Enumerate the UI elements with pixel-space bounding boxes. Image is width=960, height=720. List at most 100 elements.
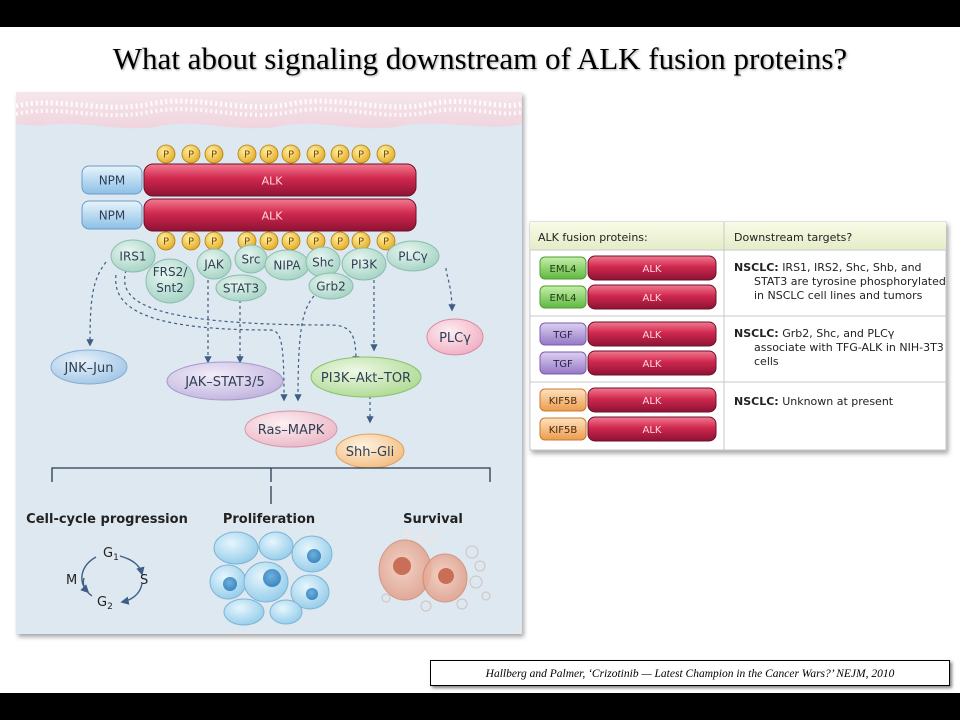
eml4-domain (539, 256, 587, 280)
phospho-site-label: P (358, 237, 364, 248)
phase-g2: G2 (97, 595, 113, 612)
kif5b-domain (539, 417, 587, 441)
pathway-ras-mapk (244, 410, 338, 448)
phospho-site-label: P (266, 237, 272, 248)
alk-label: ALK (643, 396, 662, 407)
cell-nucleus (223, 577, 237, 591)
apoptotic-blebs (381, 545, 491, 612)
eml4-targets-line1: NSCLC: IRS1, IRS2, Shc, Shb, and (734, 261, 922, 274)
pathway-jak-stat (166, 361, 284, 401)
table-row-eml4: EML4 ALK EML4 ALK NSCLC: IRS1, IRS2, Shc… (539, 255, 946, 310)
membrane-protrusions (405, 527, 437, 543)
npm-domain (81, 200, 143, 230)
npm-domain (81, 165, 143, 195)
phospho-site-label: P (211, 150, 217, 161)
alk-label: ALK (643, 293, 662, 304)
alk-label: ALK (262, 210, 284, 223)
eml4-label: EML4 (550, 264, 577, 275)
tgf-label: TGF (552, 359, 573, 370)
phospho-site-circle (156, 231, 176, 251)
cell-nucleus (306, 588, 318, 600)
phospho-site-circle (306, 144, 326, 164)
alk-kinase-domain (143, 163, 417, 197)
membrane-lipid-bilayer-inner (15, 107, 523, 118)
phospho-site-circle (237, 144, 257, 164)
phospho-site-circle (181, 144, 201, 164)
pathway-ras-mapk-label: Ras–MAPK (258, 423, 325, 438)
pathway-jak-stat-label: JAK–STAT3/5 (184, 375, 264, 390)
table-row-tgf: TGF ALK TGF ALK NSCLC: Grb2, Shc, and PL… (539, 321, 944, 376)
adaptor-frs2-label-line2: Snt2 (156, 281, 184, 295)
adaptor-frs2 (145, 258, 195, 304)
phase-g1: G1 (103, 546, 119, 563)
outcome-survival-label: Survival (403, 512, 463, 527)
phase-m: M (66, 573, 77, 588)
arrow-irs1-ras (115, 274, 288, 402)
arrow-irs1-jnk (86, 261, 107, 347)
alk-label: ALK (643, 264, 662, 275)
pathway-jnk-jun-label: JNK–Jun (64, 361, 114, 376)
cell (223, 598, 265, 626)
arrow-grb2-ras (294, 295, 315, 402)
npm-label: NPM (99, 209, 126, 223)
phospho-site-circle (259, 144, 279, 164)
citation-box: Hallberg and Palmer, ‘Crizotinib — Lates… (430, 660, 950, 686)
alk-domain (587, 284, 717, 310)
alk-domain (587, 255, 717, 281)
alk-label: ALK (643, 359, 662, 370)
adaptor-nipa-label: NIPA (273, 259, 301, 273)
cell-cycle-diagram: G1 S G2 M (66, 546, 148, 612)
phospho-site-label: P (383, 150, 389, 161)
adaptor-stat3 (215, 274, 267, 302)
phospho-site-label: P (358, 150, 364, 161)
phospho-site-label: P (313, 237, 319, 248)
alk-domain (587, 350, 717, 376)
npm-alk-receptor-1: NPM ALK (81, 163, 417, 197)
phospho-site-label: P (313, 150, 319, 161)
kif5b-domain (539, 388, 587, 412)
cell (269, 599, 303, 625)
eml4-domain (539, 285, 587, 309)
pathway-shh-gli-label: Shh–Gli (346, 445, 395, 460)
alk-domain (587, 416, 717, 442)
phospho-site-label: P (383, 237, 389, 248)
adaptor-plcg-label: PLCγ (398, 250, 427, 264)
signaling-arrows (86, 261, 456, 424)
adaptor-plcg (386, 240, 440, 272)
phospho-site-circle (281, 144, 301, 164)
phospho-site-label: P (188, 237, 194, 248)
tgf-targets-line3: cells (754, 355, 779, 368)
phospho-site-circle (351, 144, 371, 164)
phospho-site-circle (376, 144, 396, 164)
eml4-label: EML4 (550, 293, 577, 304)
arrow-irs1-pi3k-akt (124, 269, 360, 364)
survival-cells-illustration (378, 527, 491, 612)
cell-membrane (16, 92, 522, 129)
pathway-plcg (426, 318, 484, 356)
table-header-downstream-targets: Downstream targets? (734, 231, 852, 244)
alk-label: ALK (643, 425, 662, 436)
cell (213, 531, 259, 565)
phospho-site-label: P (188, 150, 194, 161)
alk-domain (587, 321, 717, 347)
pathway-jnk-jun (50, 349, 128, 385)
cell-nucleus (438, 568, 454, 584)
kif5b-label: KIF5B (549, 425, 578, 436)
cell (258, 531, 294, 561)
kif5b-targets-line1: NSCLC: Unknown at present (734, 395, 894, 408)
adaptor-src-label: Src (242, 253, 261, 267)
eml4-targets-line2: STAT3 are tyrosine phosphorylated (754, 275, 946, 288)
proliferation-cells-illustration (209, 531, 333, 626)
adaptor-grb2-label: Grb2 (316, 280, 345, 294)
phospho-site-label: P (337, 237, 343, 248)
adaptor-shc-label: Shc (312, 256, 334, 270)
outcome-proliferation-label: Proliferation (223, 512, 315, 527)
alk-kinase-domain (143, 198, 417, 232)
adaptor-jak-label: JAK (203, 258, 225, 272)
tgf-domain (539, 322, 587, 346)
phospho-site-circle (330, 144, 350, 164)
adaptor-irs1 (110, 239, 156, 273)
